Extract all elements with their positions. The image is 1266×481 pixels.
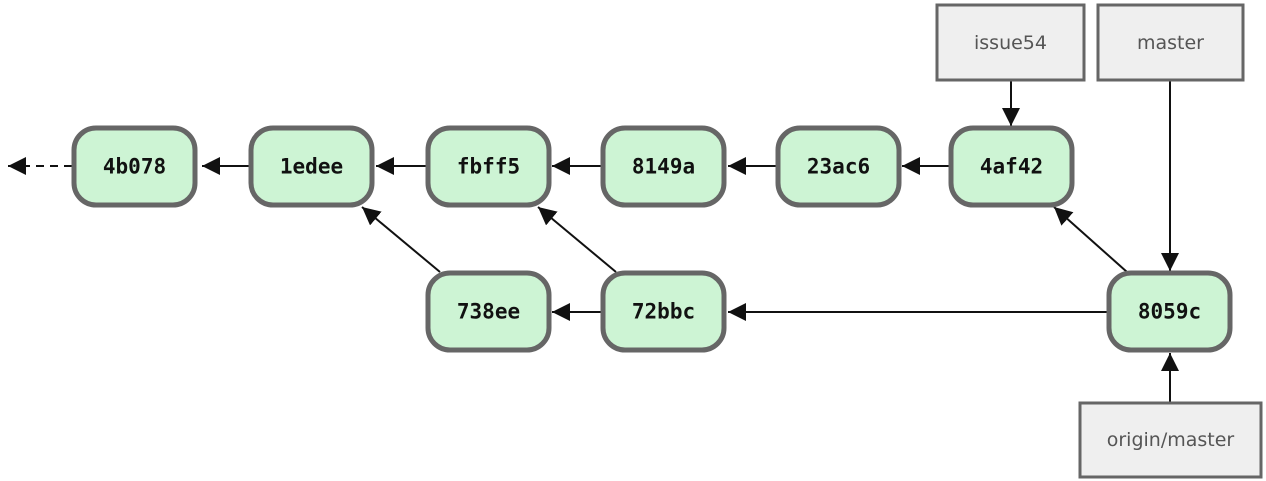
commit-label: 4af42 — [980, 155, 1043, 179]
ref-master[interactable]: master — [1096, 3, 1245, 82]
edge-72bbc-to-fbff5 — [537, 206, 617, 273]
ref-label: origin/master — [1107, 429, 1235, 451]
ref-label: issue54 — [974, 32, 1047, 54]
commit-label: 23ac6 — [807, 155, 870, 179]
commit-node-4b078[interactable]: 4b078 — [71, 125, 198, 208]
commit-label: 4b078 — [103, 155, 166, 179]
edges — [8, 80, 1179, 402]
commit-node-8059c[interactable]: 8059c — [1106, 270, 1233, 353]
commit-node-1edee[interactable]: 1edee — [248, 125, 375, 208]
commit-label: 738ee — [457, 300, 520, 324]
commit-label: 8059c — [1138, 300, 1201, 324]
ref-issue54[interactable]: issue54 — [935, 3, 1086, 82]
commit-label: 72bbc — [632, 300, 695, 324]
ref-label: master — [1137, 32, 1204, 54]
commit-node-8149a[interactable]: 8149a — [600, 125, 727, 208]
edge-8059c-to-4af42 — [1053, 206, 1128, 273]
ref-origin-master[interactable]: origin/master — [1078, 401, 1263, 479]
commit-node-72bbc[interactable]: 72bbc — [600, 270, 727, 353]
commit-node-738ee[interactable]: 738ee — [425, 270, 552, 353]
commit-node-23ac6[interactable]: 23ac6 — [775, 125, 902, 208]
commit-label: 1edee — [280, 155, 343, 179]
edge-738ee-to-1edee — [361, 206, 441, 273]
commit-node-4af42[interactable]: 4af42 — [948, 125, 1075, 208]
commit-label: 8149a — [632, 155, 695, 179]
commit-label: fbff5 — [457, 155, 520, 179]
commit-node-fbff5[interactable]: fbff5 — [425, 125, 552, 208]
